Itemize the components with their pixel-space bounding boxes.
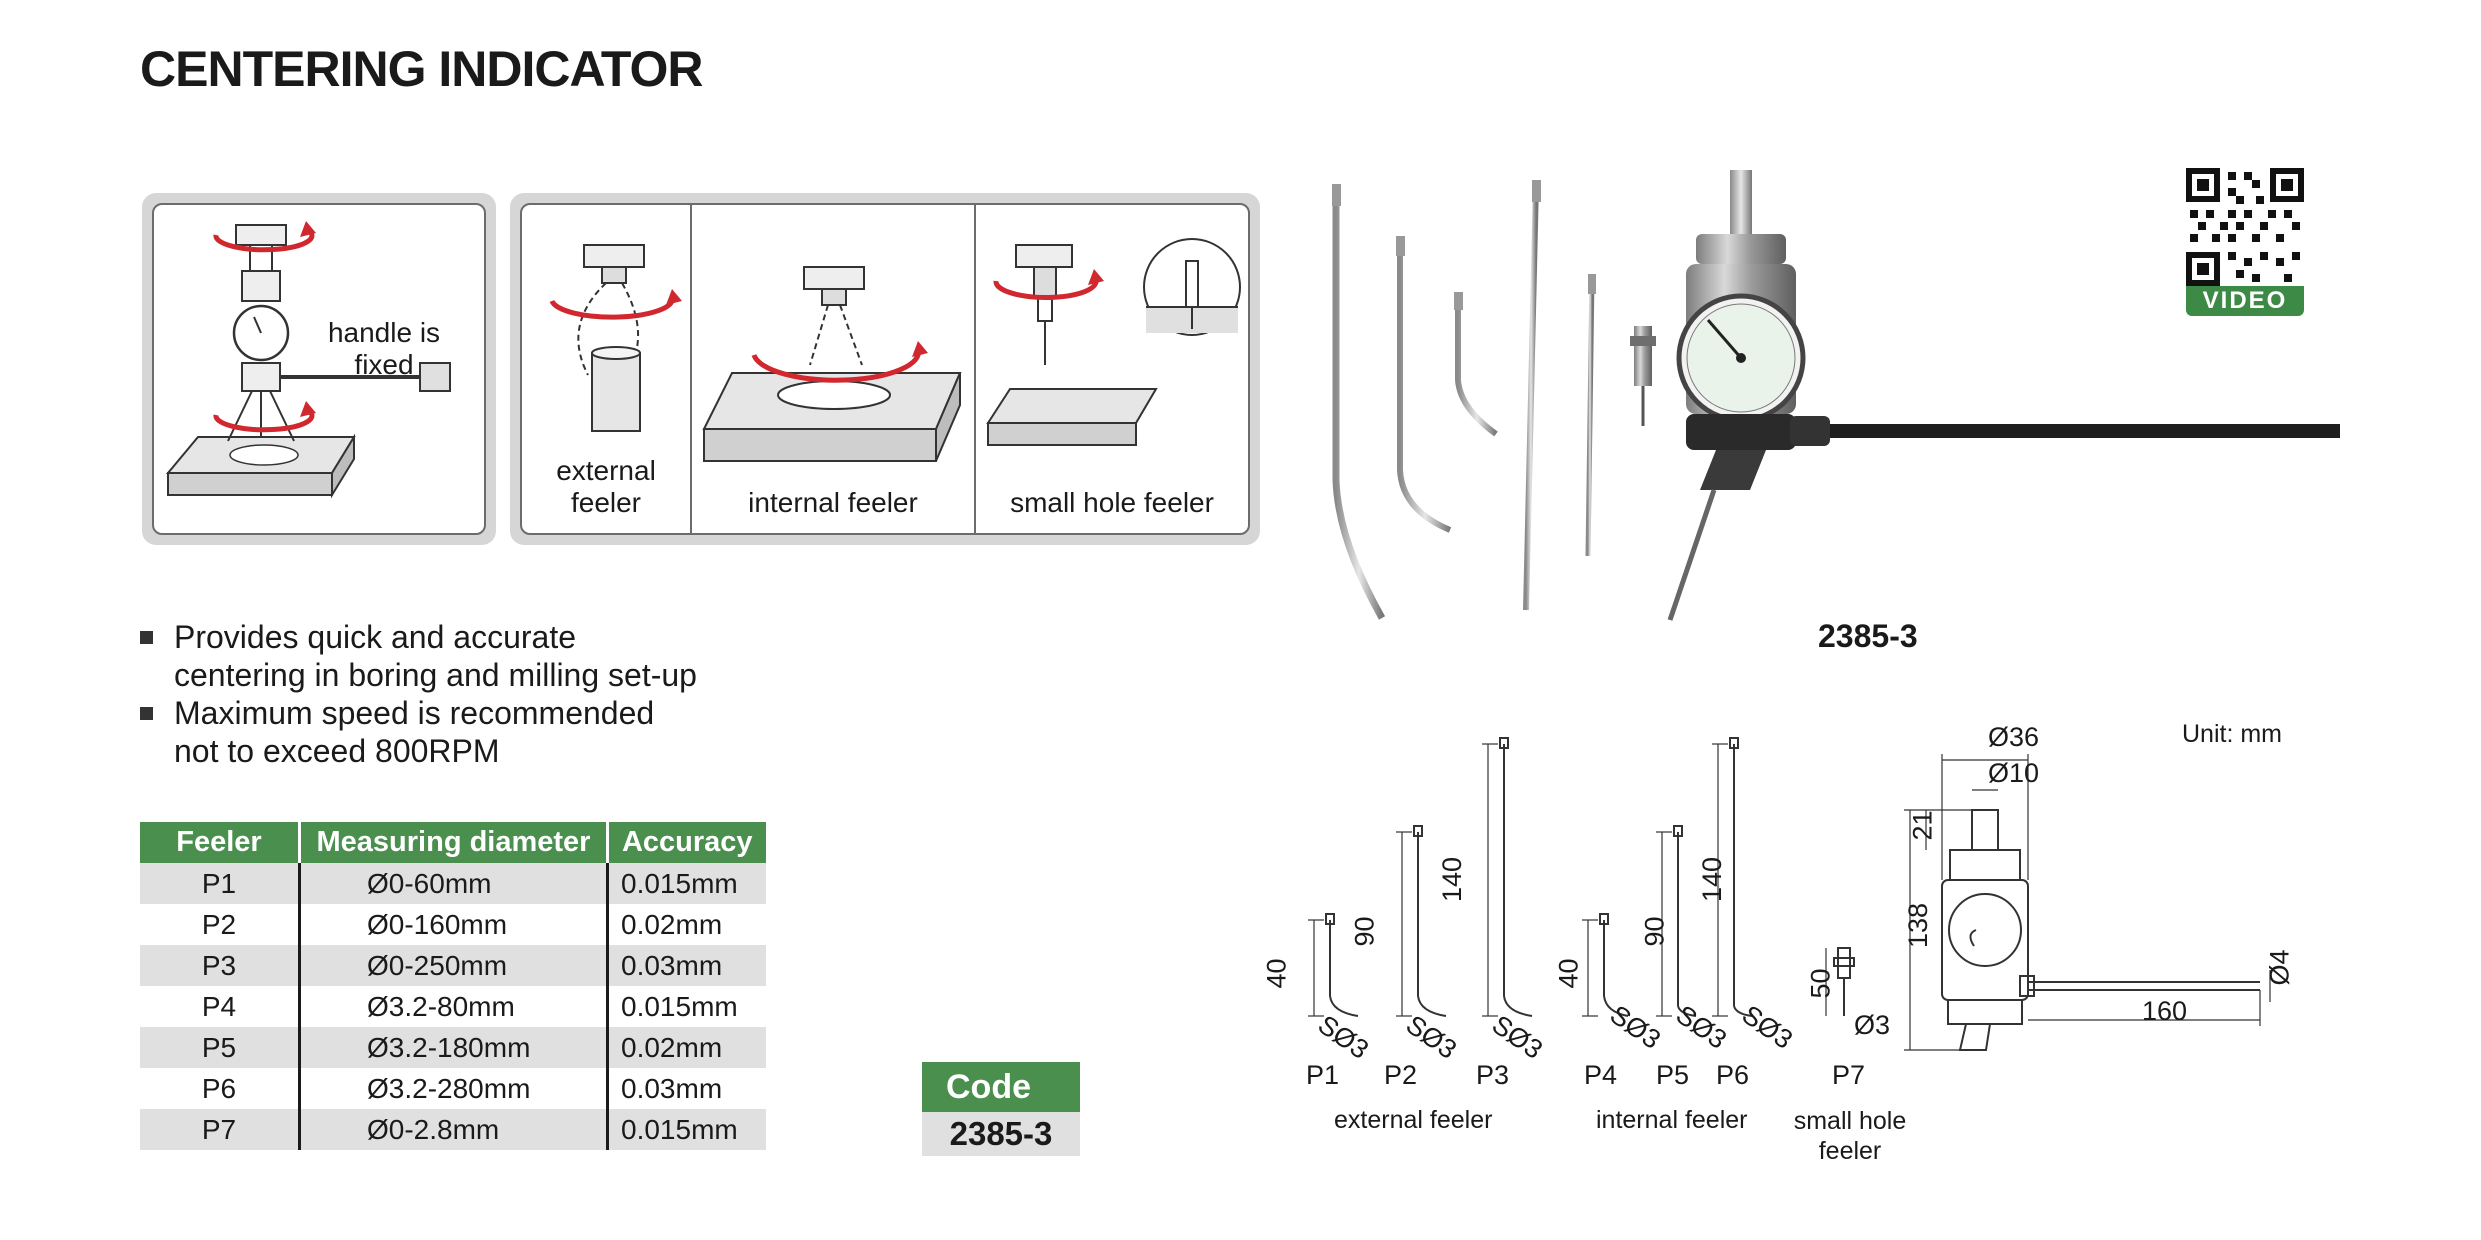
cell-accuracy: 0.03mm	[607, 1068, 766, 1109]
dim-length-p7: 50	[1805, 968, 1836, 999]
cell-diameter: Ø0-160mm	[299, 904, 609, 945]
header-feeler: Feeler	[140, 822, 301, 863]
group-label-external: external feeler	[1334, 1106, 1493, 1134]
table-row: P7 Ø0-2.8mm 0.015mm	[140, 1109, 766, 1150]
table-row: P2 Ø0-160mm 0.02mm	[140, 904, 766, 945]
external-feeler-illustration	[549, 244, 682, 432]
cell-feeler: P7	[140, 1109, 301, 1150]
table-row: P6 Ø3.2-280mm 0.03mm	[140, 1068, 766, 1109]
internal-feeler-label: internal feeler	[748, 487, 918, 518]
feeler-label-p6: P6	[1716, 1060, 1750, 1090]
group-label-small-hole-line2: feeler	[1818, 1137, 1882, 1165]
small-hole-feeler-label: small hole feeler	[1010, 487, 1214, 518]
header-measuring-diameter: Measuring diameter	[299, 822, 609, 863]
spec-table-header: Feeler Measuring diameter Accuracy	[140, 822, 766, 863]
divider	[690, 205, 692, 533]
illustration-panel-handle: handle is fixed	[142, 193, 496, 545]
divider	[974, 205, 976, 533]
cell-accuracy: 0.02mm	[607, 904, 766, 945]
cell-diameter: Ø0-2.8mm	[299, 1109, 609, 1150]
code-value: 2385-3	[922, 1112, 1080, 1156]
small-hole-dia-label: Ø3	[1854, 1010, 1891, 1040]
handle-note: handle is fixed	[304, 317, 464, 381]
cell-feeler: P3	[140, 945, 301, 986]
cell-diameter: Ø3.2-180mm	[299, 1027, 609, 1068]
product-photo	[1332, 170, 2340, 621]
feature-text: Maximum speed is recommended	[174, 695, 655, 731]
external-feeler-label-line1: external	[556, 455, 656, 486]
cell-diameter: Ø0-250mm	[299, 945, 609, 986]
dim-stem-dia: Ø10	[1988, 758, 2040, 788]
cell-diameter: Ø3.2-280mm	[299, 1068, 609, 1109]
dim-length-p2: 90	[1349, 916, 1380, 947]
cell-accuracy: 0.03mm	[607, 945, 766, 986]
group-label-small-hole: small hole feeler	[1790, 1106, 1910, 1166]
technical-drawing	[1308, 737, 2271, 1051]
qr-video-caption[interactable]: VIDEO	[2186, 286, 2304, 316]
handle-note-line1: handle is	[327, 317, 441, 348]
dim-length-p4: 40	[1553, 958, 1584, 989]
dim-length-p5: 90	[1639, 916, 1670, 947]
table-row: P1 Ø0-60mm 0.015mm	[140, 863, 766, 904]
handle-fixed-illustration	[165, 221, 451, 499]
feeler-label-p7: P7	[1832, 1060, 1866, 1090]
cell-accuracy: 0.015mm	[607, 986, 766, 1027]
feeler-label-p4: P4	[1584, 1060, 1618, 1090]
dim-top-dia: Ø36	[1988, 722, 2040, 752]
spec-table: Feeler Measuring diameter Accuracy P1 Ø0…	[140, 822, 766, 1150]
cell-feeler: P5	[140, 1027, 301, 1068]
dim-arm-dia: Ø4	[2264, 949, 2295, 986]
cell-feeler: P2	[140, 904, 301, 945]
cell-diameter: Ø3.2-80mm	[299, 986, 609, 1027]
feeler-label-p5: P5	[1656, 1060, 1690, 1090]
table-row: P5 Ø3.2-180mm 0.02mm	[140, 1027, 766, 1068]
group-label-internal: internal feeler	[1596, 1106, 1748, 1134]
cell-feeler: P1	[140, 863, 301, 904]
table-row: P3 Ø0-250mm 0.03mm	[140, 945, 766, 986]
dim-body-height: 138	[1903, 902, 1934, 949]
dim-length-p6: 140	[1697, 856, 1728, 903]
unit-label: Unit: mm	[2182, 720, 2282, 748]
feature-text: not to exceed 800RPM	[174, 733, 500, 769]
feeler-label-p2: P2	[1384, 1060, 1418, 1090]
cell-accuracy: 0.02mm	[607, 1027, 766, 1068]
code-box: Code 2385-3	[922, 1062, 1080, 1156]
page-title: CENTERING INDICATOR	[140, 41, 703, 97]
feature-item: Maximum speed is recommended not to exce…	[140, 694, 800, 770]
cell-accuracy: 0.015mm	[607, 1109, 766, 1150]
external-feeler-label-line2: feeler	[570, 487, 642, 518]
feature-text: Provides quick and accurate	[174, 619, 576, 655]
dim-length-p1: 40	[1261, 958, 1292, 989]
code-label: Code	[922, 1062, 1080, 1112]
group-label-small-hole-line1: small hole	[1793, 1107, 1907, 1135]
feature-item: Provides quick and accurate centering in…	[140, 618, 800, 694]
illustration-panel-feelers: external feeler internal feeler	[510, 193, 1260, 545]
feature-list: Provides quick and accurate centering in…	[140, 618, 800, 770]
internal-feeler-illustration	[702, 266, 962, 462]
header-accuracy: Accuracy	[607, 822, 766, 863]
dim-arm-length: 160	[2142, 996, 2188, 1026]
cell-accuracy: 0.015mm	[607, 863, 766, 904]
dim-stem-height: 21	[1907, 810, 1938, 841]
qr-code[interactable]	[2186, 168, 2304, 286]
small-hole-feeler-illustration	[986, 238, 1241, 446]
product-model-label: 2385-3	[1818, 618, 1918, 654]
cell-feeler: P4	[140, 986, 301, 1027]
dim-length-p3: 140	[1437, 856, 1468, 903]
cell-diameter: Ø0-60mm	[299, 863, 609, 904]
cell-feeler: P6	[140, 1068, 301, 1109]
feature-text: centering in boring and milling set-up	[174, 657, 697, 693]
handle-note-line2: fixed	[354, 349, 414, 380]
feeler-label-p1: P1	[1306, 1060, 1340, 1090]
external-feeler-label: external feeler	[522, 455, 690, 519]
feeler-label-p3: P3	[1476, 1060, 1510, 1090]
table-row: P4 Ø3.2-80mm 0.015mm	[140, 986, 766, 1027]
